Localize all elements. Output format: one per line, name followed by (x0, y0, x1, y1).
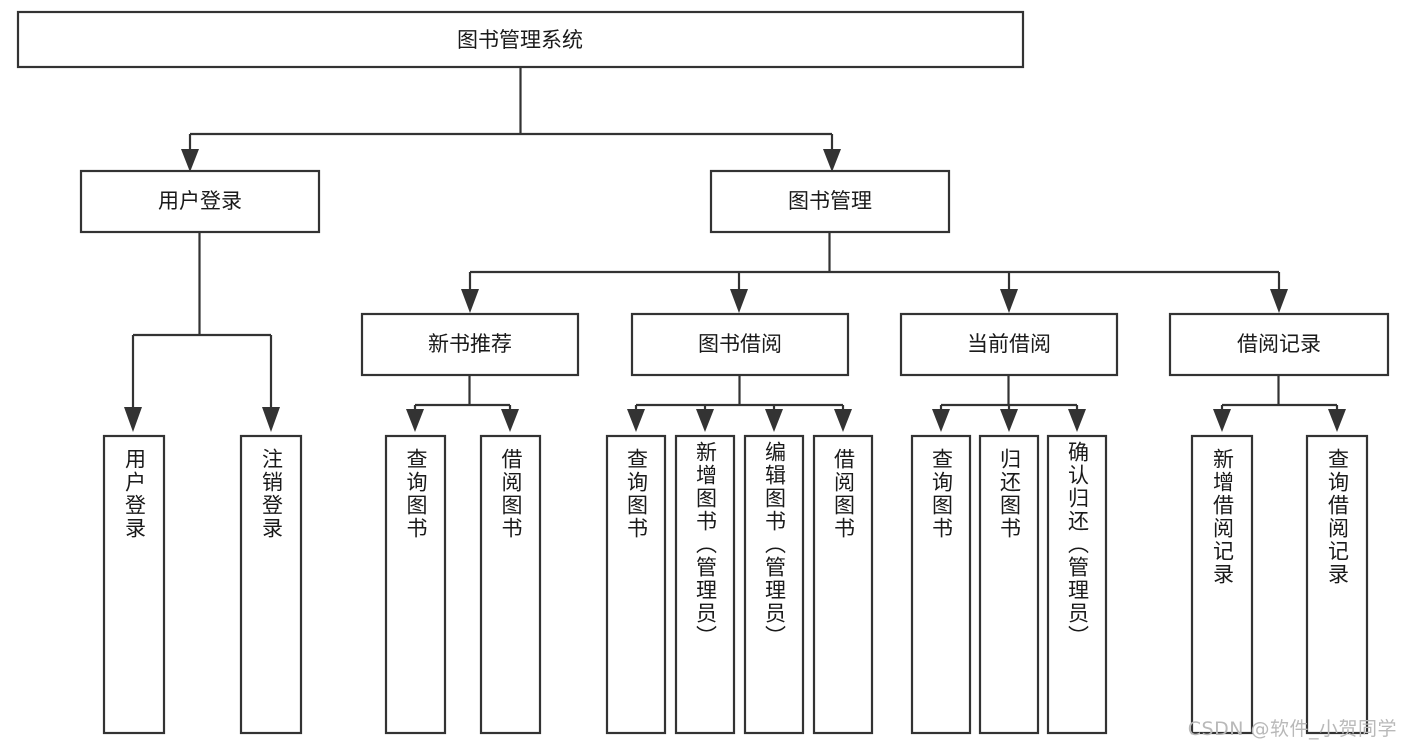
node-user-login[interactable]: 用户登录 (79, 169, 321, 234)
leaf-box-user-login[interactable] (102, 434, 166, 735)
node-new-book-recommend[interactable]: 新书推荐 (360, 312, 580, 377)
connector-currentborrow-to-leaves (932, 375, 1086, 432)
connector-bookmgmt-to-level3 (461, 232, 1288, 313)
csdn-watermark: CSDN @软件_小贺同学 (1187, 718, 1397, 740)
leaf-box-add-record[interactable] (1190, 434, 1254, 735)
connector-newbook-to-leaves (406, 375, 519, 432)
leaf-box-return-book[interactable] (978, 434, 1040, 735)
node-current-borrow[interactable]: 当前借阅 (899, 312, 1119, 377)
node-book-management-label: 图书管理 (788, 189, 872, 213)
node-book-borrow-label: 图书借阅 (698, 332, 782, 356)
leaf-box-confirm-return[interactable] (1046, 434, 1108, 735)
leaf-boxes (102, 434, 1369, 735)
leaf-box-borrow-book-2[interactable] (812, 434, 874, 735)
leaf-box-query-book-1[interactable] (384, 434, 447, 735)
leaf-box-edit-book[interactable] (743, 434, 805, 735)
connector-root-to-level2 (181, 67, 841, 172)
connector-userlogin-to-leaves (124, 232, 280, 432)
leaf-box-query-book-2[interactable] (605, 434, 667, 735)
node-user-login-label: 用户登录 (158, 189, 242, 213)
node-root[interactable]: 图书管理系统 (16, 10, 1025, 69)
node-book-management[interactable]: 图书管理 (709, 169, 951, 234)
node-borrow-record-label: 借阅记录 (1237, 332, 1321, 356)
leaf-box-query-book-3[interactable] (910, 434, 972, 735)
connector-borrowrecord-to-leaves (1213, 375, 1346, 432)
node-book-borrow[interactable]: 图书借阅 (630, 312, 850, 377)
leaf-box-add-book[interactable] (674, 434, 736, 735)
connector-bookborrow-to-leaves (627, 375, 852, 432)
node-new-book-recommend-label: 新书推荐 (428, 332, 512, 356)
node-current-borrow-label: 当前借阅 (967, 332, 1051, 356)
leaf-box-logout-login[interactable] (239, 434, 303, 735)
node-borrow-record[interactable]: 借阅记录 (1168, 312, 1390, 377)
leaf-box-borrow-book-1[interactable] (479, 434, 542, 735)
node-root-label: 图书管理系统 (457, 28, 583, 52)
leaf-box-query-record[interactable] (1305, 434, 1369, 735)
